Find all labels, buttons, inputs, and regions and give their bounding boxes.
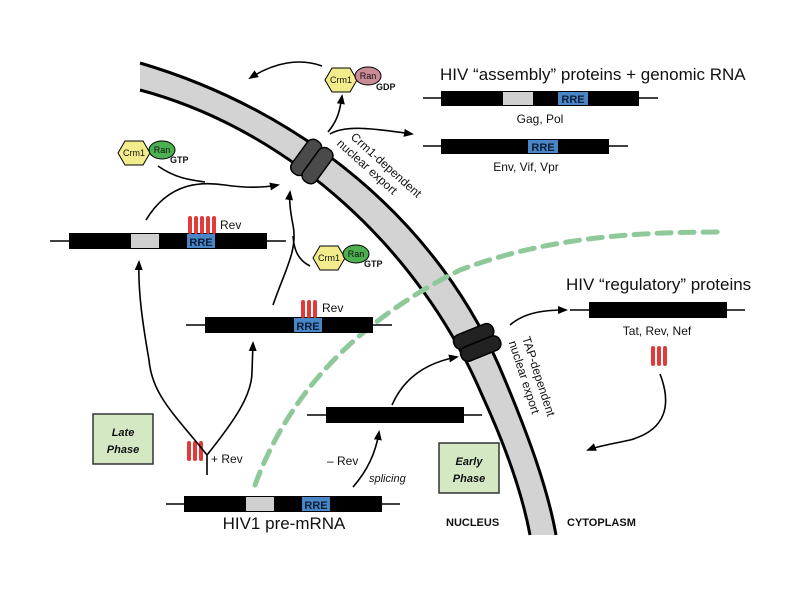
crm1-ran-gtp-complex-left: Crm1 Ran GTP (117, 140, 189, 166)
svg-text:RRE: RRE (561, 94, 584, 106)
nuclear-pore-crm1 (289, 138, 334, 185)
plus-rev-label: + Rev (211, 452, 243, 466)
early-phase-box: Early Phase (438, 442, 500, 494)
rev-proteins-added (187, 441, 203, 461)
svg-text:GDP: GDP (376, 82, 396, 92)
rev-label: Rev (220, 218, 241, 232)
transcript-multiply-spliced-nuclear (307, 407, 482, 423)
arrow-rev-reimport (586, 373, 667, 451)
gag-pol-label: Gag, Pol (517, 112, 564, 126)
svg-text:Phase: Phase (453, 473, 485, 485)
svg-text:Phase: Phase (107, 444, 139, 456)
svg-text:Late: Late (112, 427, 135, 439)
transcript-env-vif-vpr: RRE Env, Vif, Vpr (423, 139, 628, 174)
rev-label: Rev (322, 301, 343, 315)
rre-element (302, 497, 330, 511)
membrane-inner-edge (139, 88, 532, 536)
arrow-unspliced-to-pore (145, 182, 280, 221)
svg-text:GTP: GTP (170, 155, 189, 165)
arrow-pore-to-env (329, 127, 414, 137)
splicing-label: splicing (369, 473, 407, 485)
svg-text:Ran: Ran (154, 145, 171, 155)
svg-text:Crm1: Crm1 (318, 253, 340, 263)
nuclear-pore-tap (452, 322, 502, 363)
rev-proteins-5 (188, 216, 216, 234)
minus-rev-label: – Rev (327, 454, 358, 468)
rev-proteins-cytoplasm (651, 346, 667, 366)
late-phase-box: Late Phase (92, 413, 154, 465)
nuclear-envelope (139, 61, 558, 536)
svg-text:RRE: RRE (304, 500, 327, 512)
svg-text:RRE: RRE (296, 321, 319, 333)
svg-text:Crm1: Crm1 (330, 75, 352, 85)
assembly-heading: HIV “assembly” proteins + genomic RNA (440, 65, 746, 84)
svg-text:Ran: Ran (348, 249, 365, 259)
rev-proteins-3 (301, 300, 317, 318)
transcript-gag-pol: RRE Gag, Pol (423, 91, 658, 126)
transcript-pre-mrna: RRE HIV1 pre-mRNA (166, 496, 400, 533)
arrow-to-unspliced (134, 260, 208, 456)
svg-text:GTP: GTP (364, 259, 383, 269)
svg-text:Crm1: Crm1 (123, 148, 145, 158)
flow-arrows (134, 61, 667, 488)
arrow-crm1-gtp-mid-join (292, 235, 311, 267)
regulatory-heading: HIV “regulatory” proteins (566, 275, 751, 294)
arrow-splicing (352, 430, 382, 488)
membrane-outer-edge (139, 61, 558, 536)
arrow-gdp-recycle (248, 61, 323, 80)
rre-element (558, 92, 588, 105)
arrow-crm1-gtp-join (157, 165, 206, 183)
env-vif-vpr-label: Env, Vif, Vpr (493, 160, 559, 174)
svg-text:RRE: RRE (189, 237, 212, 249)
tat-rev-nef-label: Tat, Rev, Nef (623, 324, 692, 338)
rre-element (294, 318, 322, 332)
cytoplasm-label: CYTOPLASM (567, 517, 636, 529)
pre-mrna-label: HIV1 pre-mRNA (223, 514, 346, 533)
svg-text:Early: Early (456, 456, 484, 468)
transcript-unspliced-rev-bound: RRE Rev (50, 216, 286, 249)
arrow-to-regulatory (509, 306, 568, 326)
transcript-regulatory: Tat, Rev, Nef (570, 302, 745, 366)
arrow-singly-to-pore (272, 190, 295, 306)
svg-text:Ran: Ran (360, 71, 377, 81)
nucleus-label: NUCLEUS (446, 517, 499, 529)
rre-element (187, 234, 215, 248)
arrow-to-tap-pore (391, 354, 459, 406)
crm1-ran-gtp-complex-mid: Crm1 Ran GTP (312, 244, 383, 271)
svg-text:RRE: RRE (531, 142, 554, 154)
arrow-pore-to-gdp (327, 94, 345, 133)
crm1-ran-gdp-complex: Crm1 Ran GDP (324, 66, 396, 93)
phase-boundary-dashed (252, 229, 723, 488)
rre-element (528, 140, 558, 153)
arrow-to-singly-spliced (206, 341, 257, 456)
transcript-singly-spliced-rev-bound: RRE Rev (186, 300, 392, 333)
